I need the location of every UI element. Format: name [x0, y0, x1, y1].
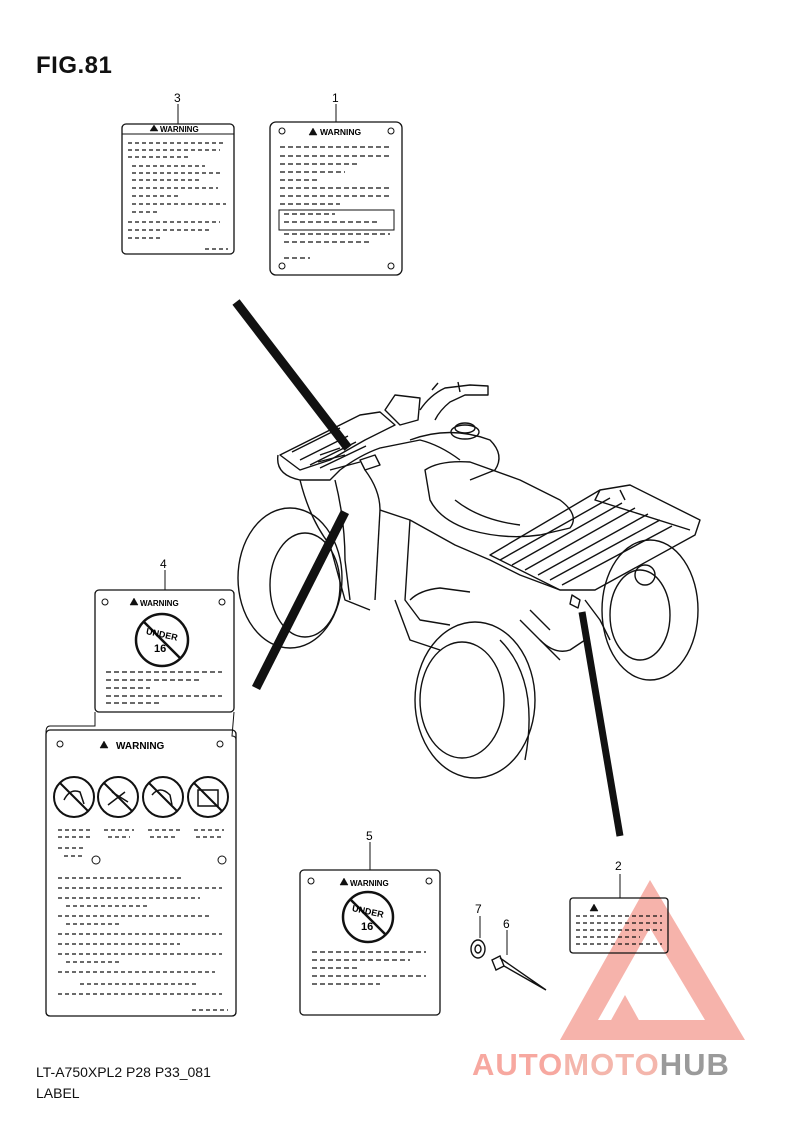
- warning-text-3: WARNING: [160, 125, 199, 134]
- watermark-hub: HUB: [659, 1047, 730, 1082]
- leader-lines: [232, 299, 624, 837]
- part-6-rivet: [491, 930, 547, 991]
- label-1: [269, 104, 403, 276]
- watermark-logo: [560, 880, 745, 1040]
- figure-title: FIG.81: [36, 52, 113, 79]
- label-2: [569, 874, 669, 954]
- callout-2: 2: [615, 859, 622, 873]
- callout-6: 6: [503, 917, 510, 931]
- warning-text-4-main: WARNING: [116, 741, 165, 752]
- callout-5: 5: [366, 829, 373, 843]
- label-4: [94, 570, 235, 713]
- label-3: [121, 104, 235, 255]
- callout-4: 4: [160, 557, 167, 571]
- drawing-code: LT-A750XPL2 P28 P33_081: [36, 1064, 211, 1080]
- part-7-washer: [470, 916, 486, 959]
- drawing-name: LABEL: [36, 1085, 80, 1101]
- warning-text-1: WARNING: [320, 127, 361, 137]
- warning-text-4: WARNING: [140, 599, 179, 608]
- age-text-4: 16: [154, 643, 166, 655]
- callout-7: 7: [475, 902, 482, 916]
- callout-3: 3: [174, 91, 181, 105]
- callout-1: 1: [332, 91, 339, 105]
- watermark-text: AUTOMOTOHUB: [472, 1047, 730, 1083]
- label-5: [299, 842, 441, 1016]
- age-text-5: 16: [361, 921, 373, 933]
- label-4-main: [45, 711, 237, 1017]
- warning-text-5: WARNING: [350, 879, 389, 888]
- watermark-moto: MOTO: [563, 1047, 660, 1082]
- watermark-auto: AUTO: [472, 1047, 564, 1082]
